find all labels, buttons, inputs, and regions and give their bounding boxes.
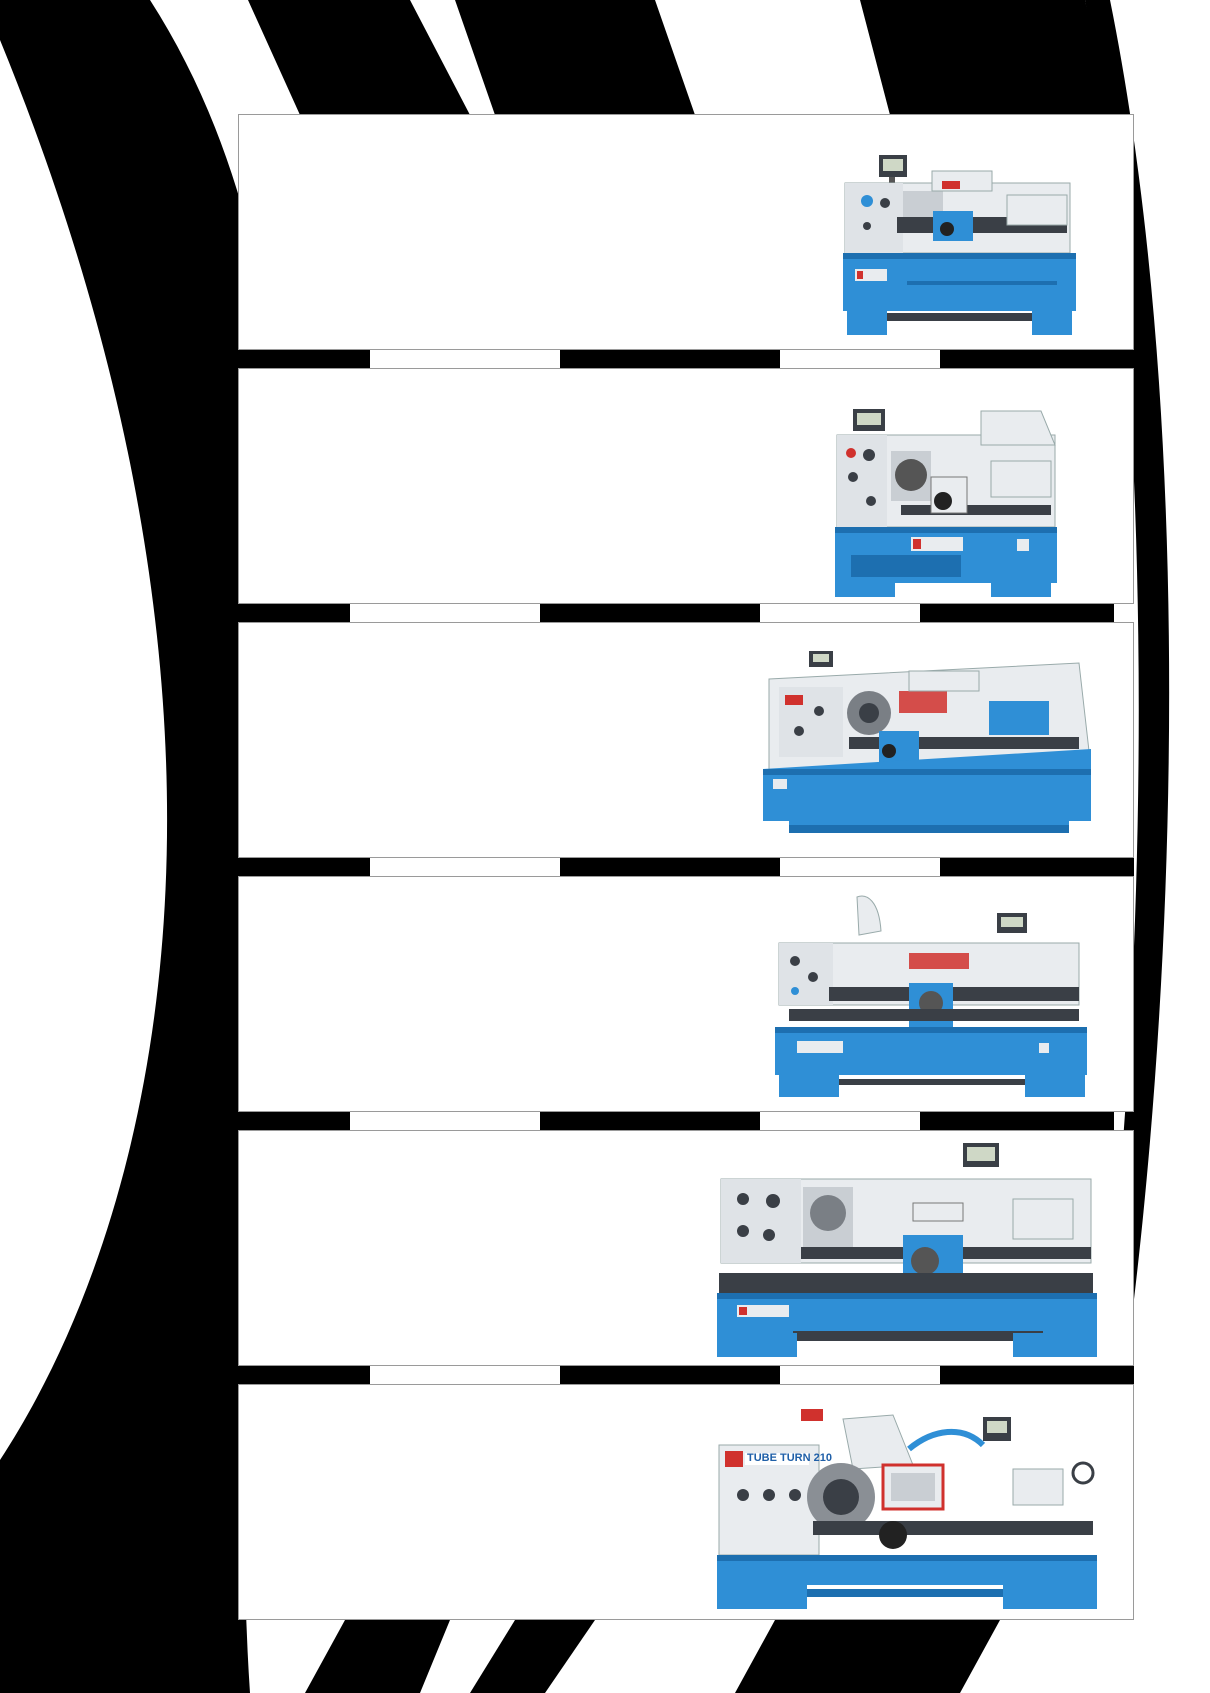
stripe-top-3: [860, 0, 1110, 115]
product-panel-5: [238, 1130, 1134, 1366]
product-panel-2: [238, 368, 1134, 604]
machine-model-label: TUBE TURN 210: [747, 1452, 832, 1464]
gap-bar-2-1: [218, 604, 350, 622]
stripe-top-1: [248, 0, 470, 115]
tube-lathe-icon: TUBE TURN 210: [713, 1409, 1099, 1613]
gap-bar-2-3: [920, 604, 1114, 622]
stripe-left-arc: [0, 0, 291, 1693]
stripe-bottom-2: [470, 1620, 595, 1693]
gap-bar-1-1: [238, 350, 370, 368]
gap-bar-1-2: [560, 350, 780, 368]
gap-bar-5-1: [238, 1366, 370, 1384]
product-panel-4: [238, 876, 1134, 1112]
long-bed-lathe-icon: [769, 891, 1099, 1103]
precision-lathe-icon: [831, 405, 1061, 601]
heavy-lathe-icon: [749, 651, 1099, 851]
product-panel-1: [238, 114, 1134, 350]
stripe-bottom-3: [735, 1620, 1000, 1693]
panel-gap-bars: [218, 350, 1134, 1384]
gap-bar-5-3: [940, 1366, 1134, 1384]
gap-bar-1-3: [940, 350, 1134, 368]
bench-lathe-icon: [837, 151, 1087, 341]
gap-bar-4-3: [920, 1112, 1114, 1130]
gap-bar-4-2: [540, 1112, 760, 1130]
stripe-bottom-1: [305, 1620, 450, 1693]
product-panel-3: [238, 622, 1134, 858]
gap-bar-3-2: [560, 858, 780, 876]
stripe-right-arc: [1085, 0, 1170, 1420]
gap-bar-5-2: [560, 1366, 780, 1384]
gap-bar-4-1: [218, 1112, 350, 1130]
gap-bar-3-1: [238, 858, 370, 876]
stripe-top-2: [455, 0, 695, 115]
product-panel-6: TUBE TURN 210: [238, 1384, 1134, 1620]
gap-bar-2-2: [540, 604, 760, 622]
gap-bar-3-3: [940, 858, 1134, 876]
large-lathe-icon: [713, 1143, 1099, 1361]
